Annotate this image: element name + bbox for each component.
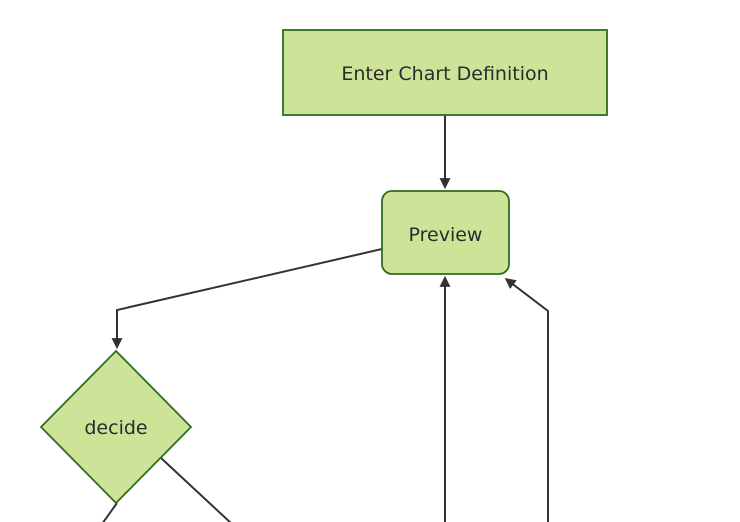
- node-preview-shape: [381, 190, 510, 275]
- edge-decide-to-offscreen-left: [102, 502, 118, 522]
- node-enter-chart-definition-label: Enter Chart Definition: [341, 63, 548, 85]
- node-preview: Preview: [381, 190, 510, 275]
- node-enter-chart-definition: Enter Chart Definition: [282, 29, 608, 116]
- node-decide-shape: [39, 349, 193, 505]
- node-decide: decide: [39, 349, 193, 505]
- edge-decide-to-offscreen-right: [160, 457, 232, 522]
- node-preview-label: Preview: [409, 224, 483, 246]
- edge-offscreen2-to-preview: [504, 278, 549, 522]
- edge-preview-to-decide: [111, 248, 383, 350]
- edge-layer: [102, 115, 549, 522]
- node-enter-chart-definition-shape: [282, 29, 608, 116]
- node-decide-label: decide: [84, 417, 147, 439]
